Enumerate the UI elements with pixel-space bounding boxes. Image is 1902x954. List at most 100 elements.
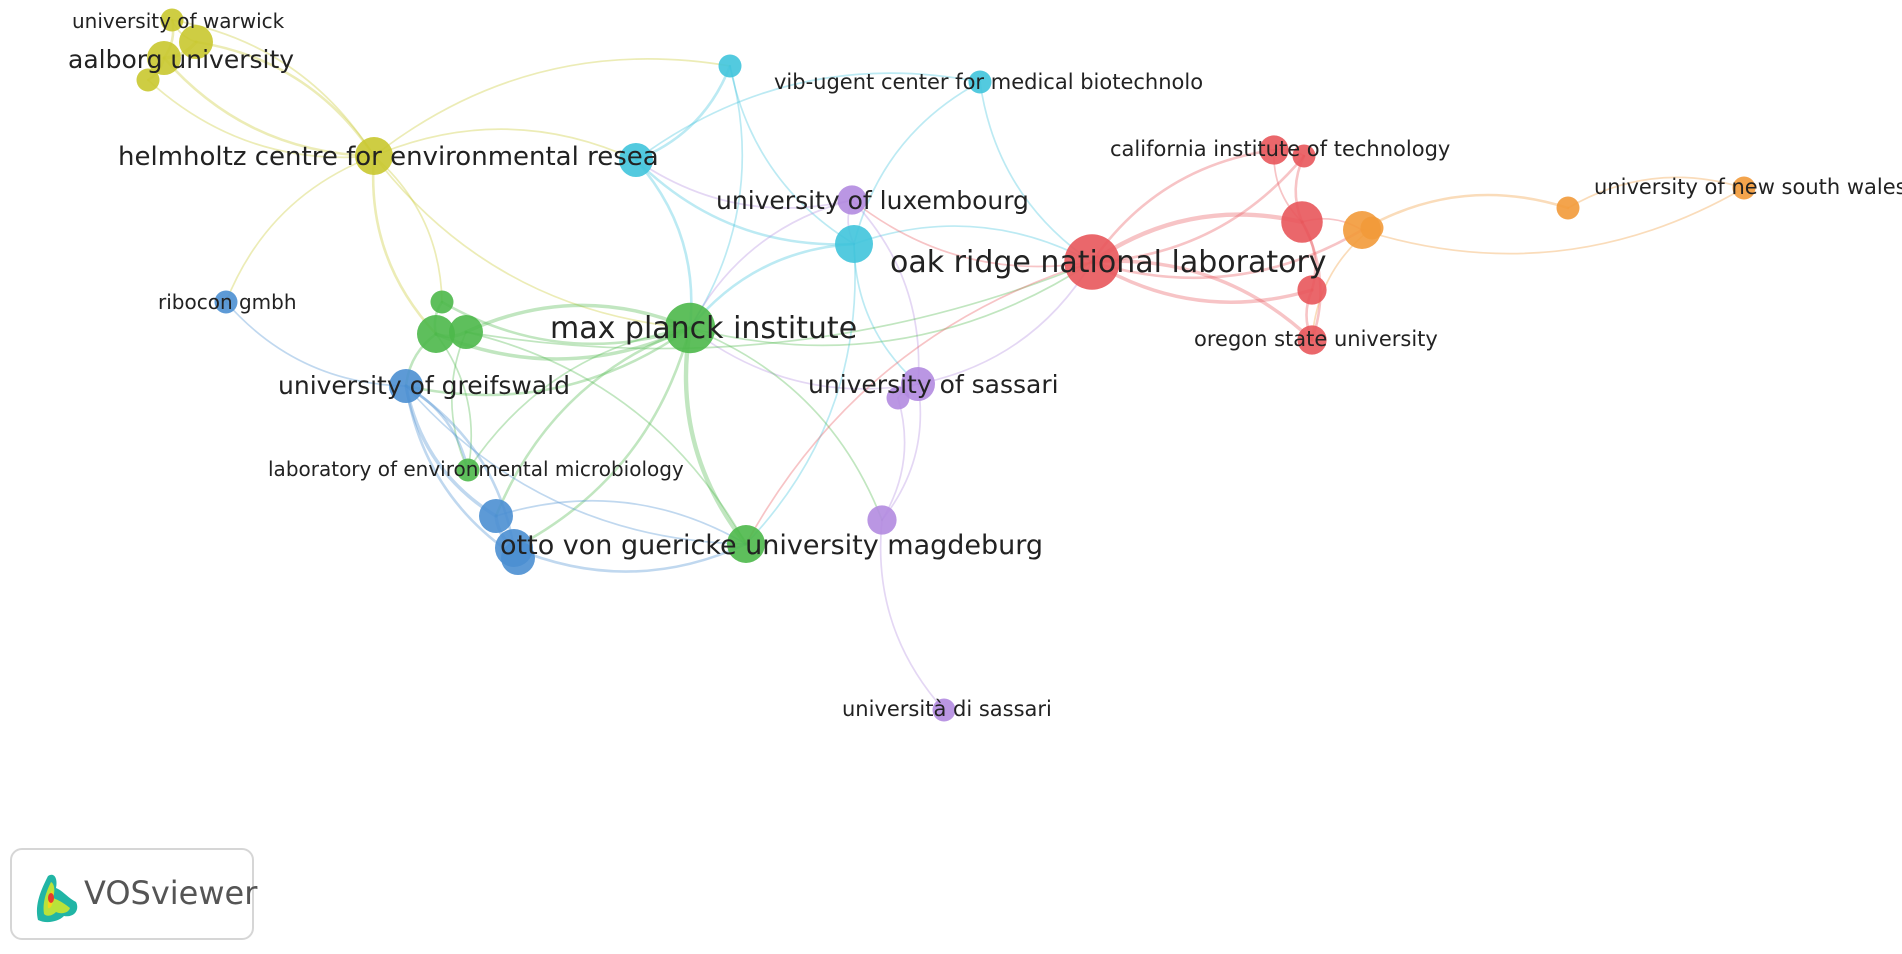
- network-node-red-big[interactable]: [1281, 201, 1323, 243]
- network-node-helmholtz[interactable]: [355, 137, 393, 175]
- network-link: [1090, 148, 1276, 264]
- network-node-caltech[interactable]: [1259, 135, 1289, 165]
- network-link: [1090, 260, 1314, 304]
- node-label-vib[interactable]: vib-ugent center for medical biotechnolo: [774, 70, 1203, 94]
- network-link: [635, 72, 981, 161]
- network-node-unsw[interactable]: [1732, 176, 1756, 200]
- network-node-magdeburg[interactable]: [727, 525, 765, 563]
- network-link: [465, 261, 1093, 350]
- node-label-max-planck[interactable]: max planck institute: [550, 311, 857, 346]
- network-link: [881, 397, 906, 521]
- network-link: [162, 56, 376, 158]
- node-label-oregon[interactable]: oregon state university: [1194, 327, 1438, 351]
- network-link: [147, 79, 375, 159]
- network-node-green-b[interactable]: [449, 315, 483, 349]
- node-label-sassari[interactable]: university of sassari: [808, 370, 1059, 399]
- network-node-greifswald[interactable]: [389, 369, 423, 403]
- network-link: [635, 159, 853, 209]
- network-node-red-c[interactable]: [1297, 275, 1327, 305]
- network-link: [729, 65, 855, 245]
- network-link: [853, 243, 919, 385]
- network-node-cyan-top[interactable]: [718, 54, 742, 78]
- network-node-cyan-mid[interactable]: [619, 143, 653, 177]
- node-label-warwick[interactable]: university of warwick: [72, 9, 285, 33]
- network-link: [689, 261, 1093, 347]
- network-link: [853, 225, 1093, 263]
- network-links: [146, 18, 1745, 711]
- network-link: [683, 325, 749, 547]
- network-link: [851, 199, 1093, 268]
- network-node-green-c[interactable]: [430, 290, 454, 314]
- network-link: [1089, 212, 1305, 265]
- network-node-purple-low[interactable]: [867, 505, 897, 535]
- network-link: [853, 81, 981, 245]
- network-link: [917, 261, 1093, 385]
- network-link: [435, 333, 473, 471]
- node-label-ribocon[interactable]: ribocon gmbh: [158, 290, 297, 314]
- network-nodes: [136, 8, 1756, 722]
- network-link: [1361, 187, 1745, 255]
- logo-text: VOSviewer: [84, 874, 258, 912]
- network-link: [495, 499, 747, 545]
- network-node-orange-mid[interactable]: [1556, 196, 1580, 220]
- vosviewer-logo-icon: [36, 874, 78, 923]
- network-link: [1360, 193, 1570, 232]
- network-node-sassari[interactable]: [901, 367, 935, 401]
- network-node-blue-a[interactable]: [479, 499, 513, 533]
- network-node-luxembourg[interactable]: [837, 185, 867, 215]
- node-label-luxembourg[interactable]: university of luxembourg: [716, 186, 1029, 215]
- node-label-universita-sassari[interactable]: università di sassari: [842, 697, 1052, 721]
- network-link: [881, 383, 922, 521]
- node-label-caltech[interactable]: california institute of technology: [1110, 137, 1450, 161]
- network-link: [634, 158, 856, 246]
- network-node-max-planck[interactable]: [664, 302, 716, 354]
- network-link: [404, 384, 498, 518]
- node-label-unsw[interactable]: university of new south wales: [1594, 175, 1902, 199]
- node-label-aalborg[interactable]: aalborg university: [68, 45, 294, 74]
- network-node-ribocon[interactable]: [214, 290, 238, 314]
- network-node-red-b[interactable]: [1292, 144, 1316, 168]
- network-node-blue-c[interactable]: [501, 541, 535, 575]
- network-link: [373, 155, 691, 329]
- network-labels: university of warwick aalborg university h…: [68, 9, 1902, 721]
- node-label-lab-env-micro[interactable]: laboratory of environmental microbiology: [268, 457, 684, 481]
- network-link: [689, 327, 919, 390]
- node-label-helmholtz[interactable]: helmholtz centre for environmental resea: [118, 142, 659, 172]
- node-label-oak-ridge[interactable]: oak ridge national laboratory: [890, 245, 1327, 280]
- network-node-cyan-lux[interactable]: [835, 225, 873, 263]
- network-link: [512, 542, 748, 573]
- network-node-purple-small[interactable]: [886, 386, 910, 410]
- network-link: [851, 199, 920, 385]
- network-link: [225, 301, 407, 387]
- network-link: [225, 155, 375, 303]
- node-label-greifswald[interactable]: university of greifswald: [278, 371, 570, 400]
- network-node-oak-ridge[interactable]: [1064, 234, 1120, 290]
- network-link: [450, 331, 469, 471]
- network-link: [404, 326, 692, 397]
- network-link: [373, 128, 637, 161]
- network-link: [1090, 154, 1306, 264]
- network-link: [689, 199, 853, 329]
- network-link: [494, 326, 692, 518]
- network-link: [1090, 259, 1314, 342]
- network-node-orange-small[interactable]: [1360, 216, 1384, 240]
- network-link: [373, 58, 731, 157]
- network-node-lab-env-micro[interactable]: [456, 458, 480, 482]
- network-node-warwick[interactable]: [160, 8, 184, 32]
- network-node-aalborg[interactable]: [147, 41, 181, 75]
- network-link: [979, 81, 1093, 263]
- network-link: [464, 303, 692, 334]
- network-link: [467, 327, 691, 471]
- network-node-yellow-b[interactable]: [136, 68, 160, 92]
- network-node-oregon[interactable]: [1297, 325, 1327, 355]
- network-node-vib[interactable]: [968, 70, 992, 94]
- network-link: [1567, 176, 1745, 209]
- network-link: [194, 40, 376, 158]
- network-link: [371, 154, 438, 336]
- network-node-yellow-a[interactable]: [179, 25, 213, 59]
- node-label-magdeburg[interactable]: otto von guericke university magdeburg: [500, 530, 1043, 561]
- network-link: [689, 327, 883, 521]
- network-node-universita-sassari[interactable]: [932, 698, 956, 722]
- network-node-green-a[interactable]: [417, 315, 455, 353]
